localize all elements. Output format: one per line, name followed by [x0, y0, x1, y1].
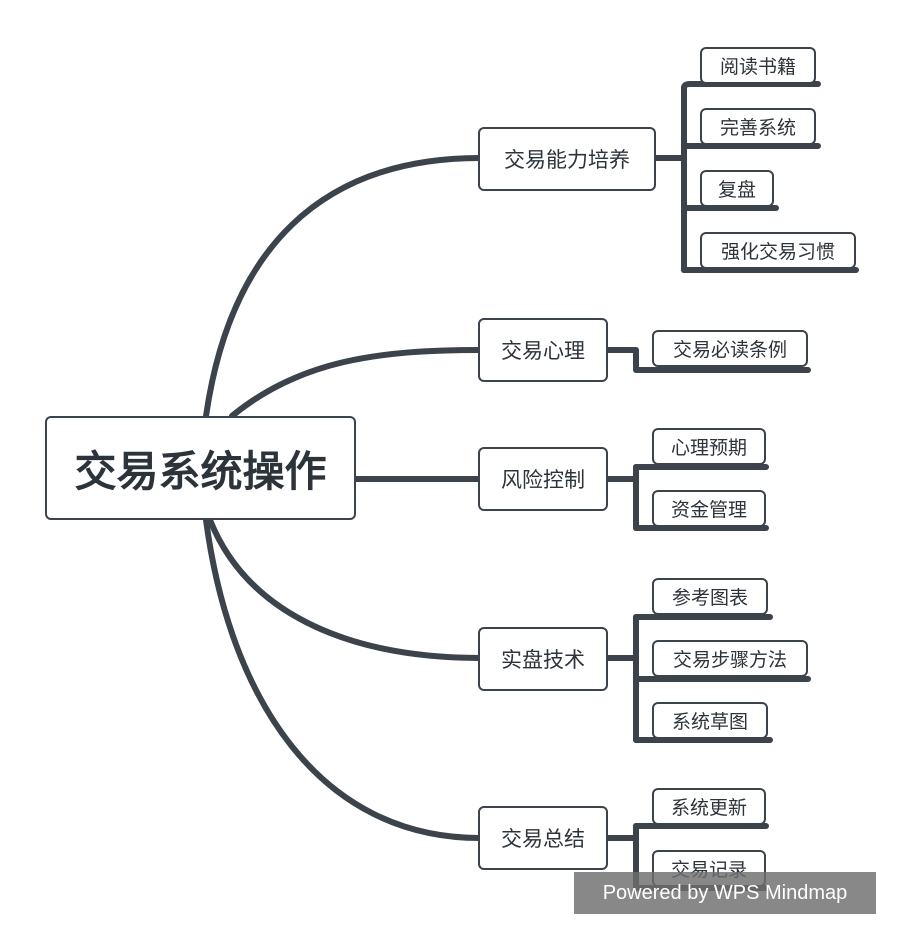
subtopic-5-1[interactable]: 系统更新 — [652, 788, 766, 825]
subtopic-4-3[interactable]: 系统草图 — [652, 702, 768, 739]
bracket-branch-1 — [653, 85, 687, 273]
subtopic-1-3[interactable]: 复盘 — [700, 170, 774, 207]
bracket-branch-2 — [605, 347, 811, 373]
wps-watermark: Powered by WPS Mindmap — [574, 872, 876, 914]
subtopic-1-1[interactable]: 阅读书籍 — [700, 47, 816, 84]
subtopic-4-2[interactable]: 交易步骤方法 — [652, 640, 808, 677]
root-topic[interactable]: 交易系统操作 — [45, 416, 356, 520]
bracket-branch-4 — [605, 614, 639, 743]
connector-root-to-branch-2 — [229, 347, 483, 419]
connector-root-to-branch-4 — [207, 517, 483, 661]
branch-topic-1[interactable]: 交易能力培养 — [478, 127, 656, 191]
subtopic-2-1[interactable]: 交易必读条例 — [652, 330, 808, 367]
branch-topic-3[interactable]: 风险控制 — [478, 447, 608, 511]
bracket-branch-3 — [605, 464, 639, 531]
connector-root-to-branch-1 — [203, 155, 483, 419]
branch-topic-5[interactable]: 交易总结 — [478, 806, 608, 870]
branch-topic-4[interactable]: 实盘技术 — [478, 627, 608, 691]
subtopic-3-1[interactable]: 心理预期 — [652, 428, 766, 465]
connector-root-to-branch-5 — [203, 517, 483, 841]
subtopic-1-4[interactable]: 强化交易习惯 — [700, 232, 856, 269]
subtopic-4-1[interactable]: 参考图表 — [652, 578, 768, 615]
subtopic-1-2[interactable]: 完善系统 — [700, 108, 816, 145]
subtopic-3-2[interactable]: 资金管理 — [652, 490, 766, 527]
branch-topic-2[interactable]: 交易心理 — [478, 318, 608, 382]
